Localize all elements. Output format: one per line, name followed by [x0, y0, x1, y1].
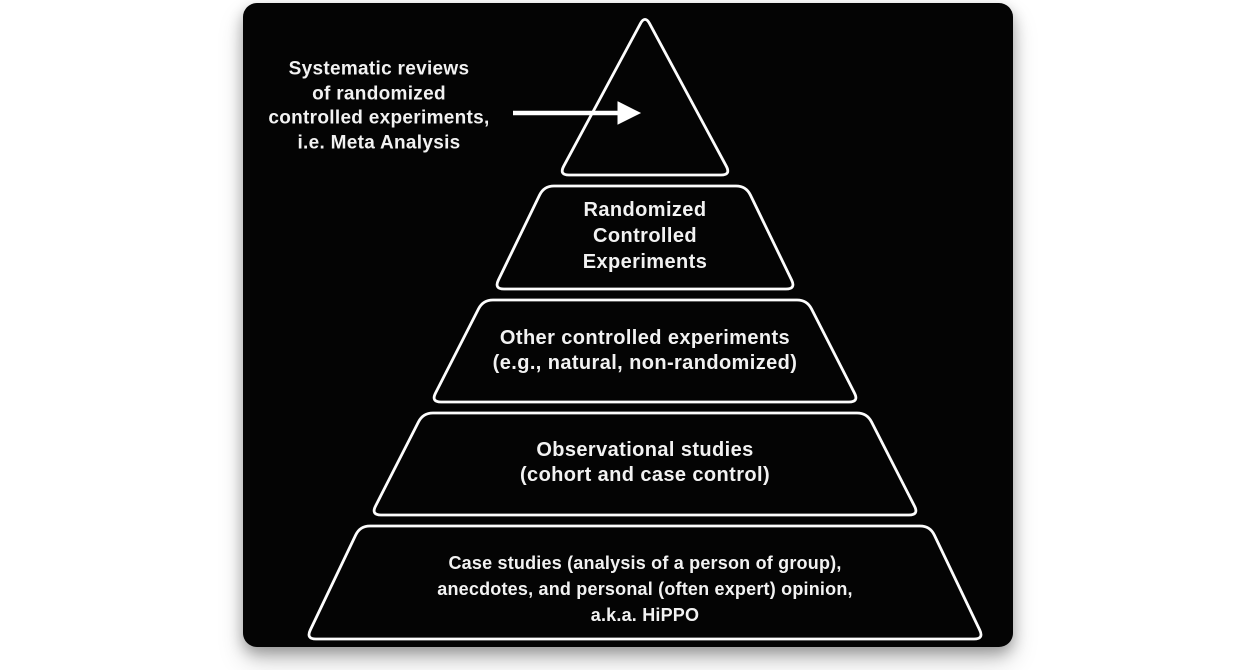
- level-2-label-line: Controlled: [593, 225, 697, 247]
- annotation-line: Systematic reviews: [289, 59, 470, 80]
- arrow-icon: [513, 101, 642, 125]
- annotation-line: i.e. Meta Analysis: [297, 133, 460, 154]
- annotation-line: of randomized: [312, 84, 446, 105]
- level-5-label-line: Case studies (analysis of a person of gr…: [448, 553, 841, 573]
- evidence-pyramid-panel: Systematic reviews of randomized control…: [243, 3, 1013, 647]
- pyramid-level-5-shape: [307, 524, 983, 641]
- level-2-label-line: Randomized: [584, 199, 707, 221]
- level-5-label-line: a.k.a. HiPPO: [591, 605, 699, 625]
- level-2-label-line: Experiments: [583, 251, 707, 273]
- level-4-label-line: (cohort and case control): [520, 464, 770, 486]
- annotation-block: Systematic reviews of randomized control…: [268, 59, 489, 154]
- pyramid-level-4-shape: [372, 411, 918, 517]
- level-3-label-line: Other controlled experiments: [500, 327, 790, 349]
- level-5-label-line: anecdotes, and personal (often expert) o…: [437, 579, 852, 599]
- level-3-label-line: (e.g., natural, non-randomized): [493, 352, 798, 374]
- pyramid-level-2-shape: [495, 184, 795, 291]
- pyramid-level-3-shape: [432, 298, 858, 404]
- level-4-label-line: Observational studies: [536, 439, 753, 461]
- pyramid-diagram: Systematic reviews of randomized control…: [268, 18, 983, 641]
- arrow-head: [617, 101, 642, 125]
- pyramid-level-1-shape: [560, 18, 730, 177]
- annotation-line: controlled experiments,: [268, 108, 489, 129]
